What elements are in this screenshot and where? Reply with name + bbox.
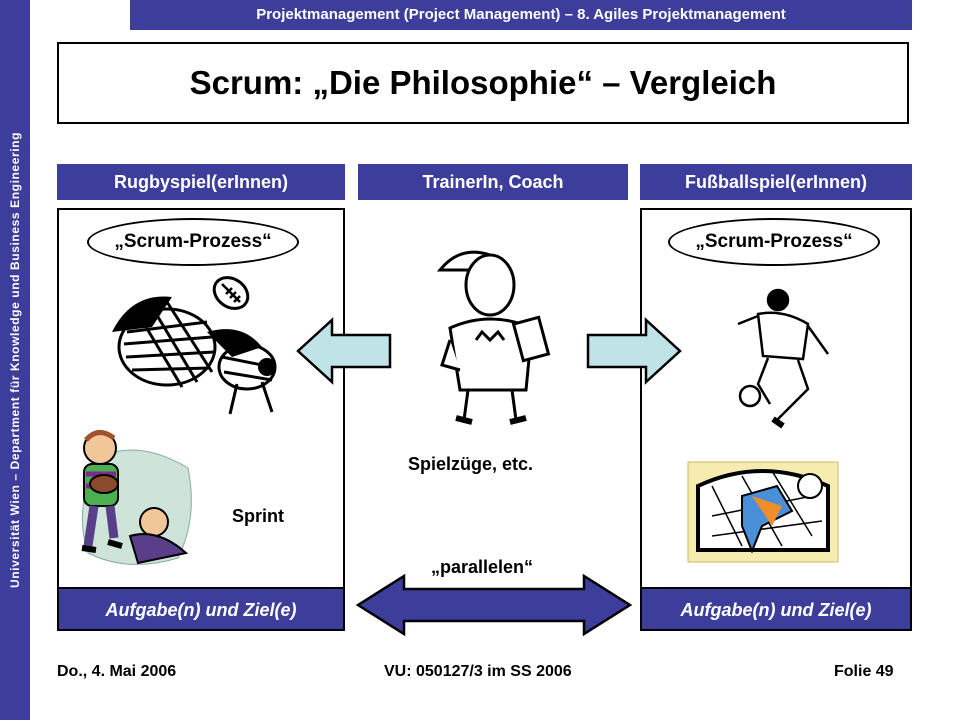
left-arrow-icon [296, 317, 392, 385]
slide-title: Scrum: „Die Philosophie“ – Vergleich [57, 42, 909, 124]
soccer-header: Fußballspiel(erInnen) [640, 164, 912, 200]
moves-label: Spielzüge, etc. [408, 454, 534, 474]
rugby-players-clipart [112, 296, 277, 415]
coach-header: TrainerIn, Coach [358, 164, 628, 200]
coach-clipart [436, 250, 551, 425]
sprint-label: Sprint [232, 506, 284, 526]
left-sidebar: Universität Wien – Department für Knowle… [0, 0, 30, 720]
double-arrow-icon [355, 573, 633, 637]
soccer-player-clipart [737, 288, 830, 429]
rugby-kids-clipart [81, 430, 192, 565]
right-arrow-icon [586, 317, 682, 385]
footer-course-id: VU: 050127/3 im SS 2006 [384, 663, 572, 680]
rugby-ball-icon [212, 276, 250, 310]
footer-page: Folie 49 [834, 663, 894, 680]
soccer-goal-clipart [687, 461, 839, 563]
soccer-footer: Aufgabe(n) und Ziel(e) [640, 587, 912, 631]
rugby-header: Rugbyspiel(erInnen) [57, 164, 345, 200]
rugby-process-label: „Scrum-Prozess“ [87, 218, 299, 266]
footer-date: Do., 4. Mai 2006 [57, 663, 177, 680]
rugby-footer: Aufgabe(n) und Ziel(e) [57, 587, 345, 631]
soccer-process-label: „Scrum-Prozess“ [668, 218, 880, 266]
parallel-label: „parallelen“ [431, 557, 534, 577]
course-header: Projektmanagement (Project Management) –… [130, 0, 912, 30]
sidebar-institution-text: Universität Wien – Department für Knowle… [8, 131, 22, 589]
rugby-panel: „Scrum-Prozess“ Aufgabe(n) und Ziel(e) [57, 208, 345, 631]
